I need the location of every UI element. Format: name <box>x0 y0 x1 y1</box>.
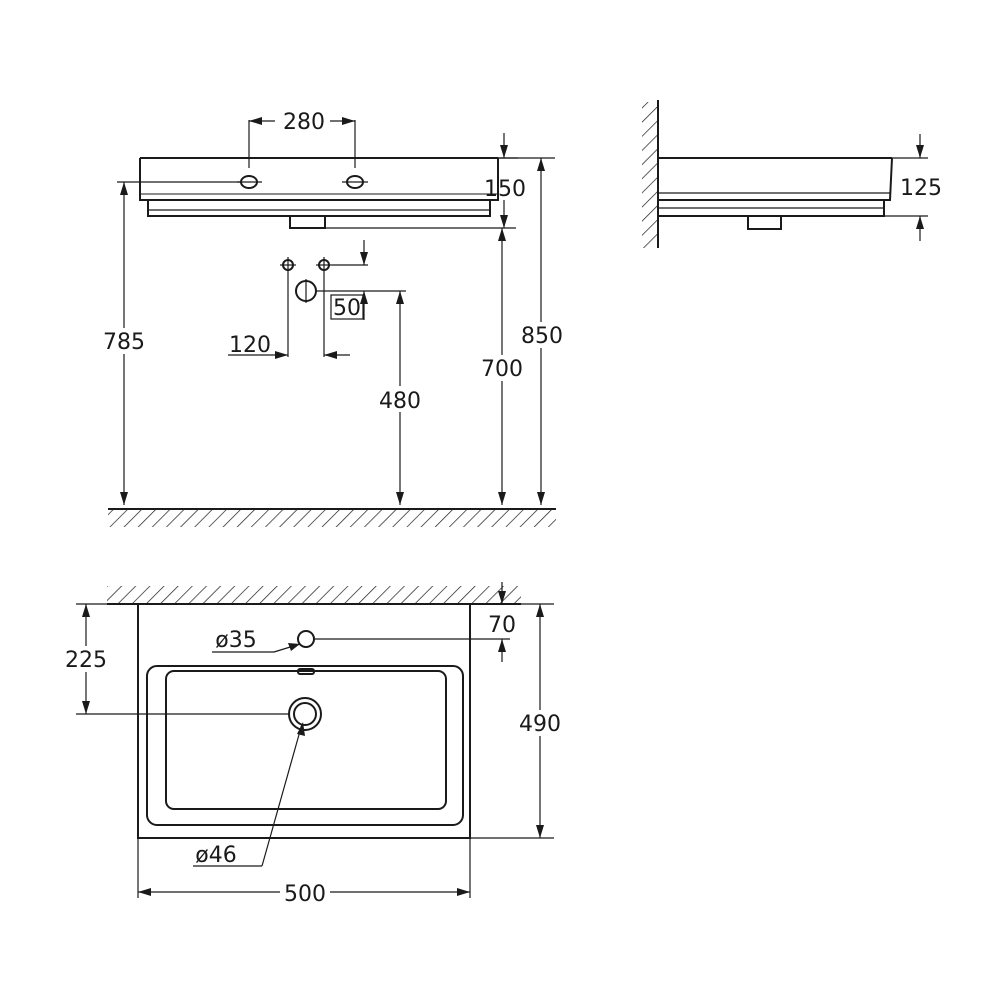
top-basin-outline <box>137 604 471 839</box>
dim-side-depth: 125 <box>884 134 942 241</box>
dim-valve-offset: 50 <box>316 240 406 321</box>
top-view: 70 ø35 225 490 <box>62 582 566 907</box>
dim-wall-to-waste: 225 <box>62 603 289 715</box>
dim-width: 500 <box>137 838 471 907</box>
dim-waste-diameter: ø46 <box>193 722 305 868</box>
front-view: 280 150 850 700 <box>100 110 564 531</box>
dim-rim-height: 785 <box>100 181 240 505</box>
dim-projection: 490 <box>470 603 566 839</box>
dim-700-label: 700 <box>481 357 523 382</box>
dim-120-label: 120 <box>229 333 271 358</box>
dim-150-label: 150 <box>484 177 526 202</box>
dim-valve-spacing: 120 <box>228 273 350 359</box>
dim-trap-height: 480 <box>376 291 424 505</box>
dim-d35-label: ø35 <box>215 628 256 653</box>
dim-225-label: 225 <box>65 648 107 673</box>
side-view: 125 <box>642 100 942 248</box>
dim-d46-label: ø46 <box>195 843 236 868</box>
dim-70-label: 70 <box>488 613 516 638</box>
dim-490-label: 490 <box>519 712 561 737</box>
dim-500-label: 500 <box>284 882 326 907</box>
front-basin-outline <box>139 157 499 229</box>
side-basin-outline <box>657 157 893 230</box>
side-wall <box>642 100 659 248</box>
tap-hole-right <box>342 175 368 189</box>
dim-total-height: 850 <box>498 157 564 505</box>
dim-underside-height: 700 <box>478 228 524 505</box>
dim-850-label: 850 <box>521 324 563 349</box>
dim-125-label: 125 <box>900 176 942 201</box>
dim-480-label: 480 <box>379 389 421 414</box>
waste-outlet <box>288 697 322 731</box>
tap-hole-left <box>237 175 262 189</box>
dim-wall-to-tap: 70 <box>314 582 516 662</box>
dim-785-label: 785 <box>103 330 145 355</box>
dim-tap-hole-diameter: ø35 <box>212 628 301 653</box>
tap-hole-top <box>297 630 315 648</box>
top-wall <box>107 586 521 605</box>
dim-50-label: 50 <box>333 296 361 321</box>
floor <box>108 508 556 531</box>
dim-tap-hole-spacing: 280 <box>248 110 356 168</box>
dim-280-label: 280 <box>283 110 325 135</box>
